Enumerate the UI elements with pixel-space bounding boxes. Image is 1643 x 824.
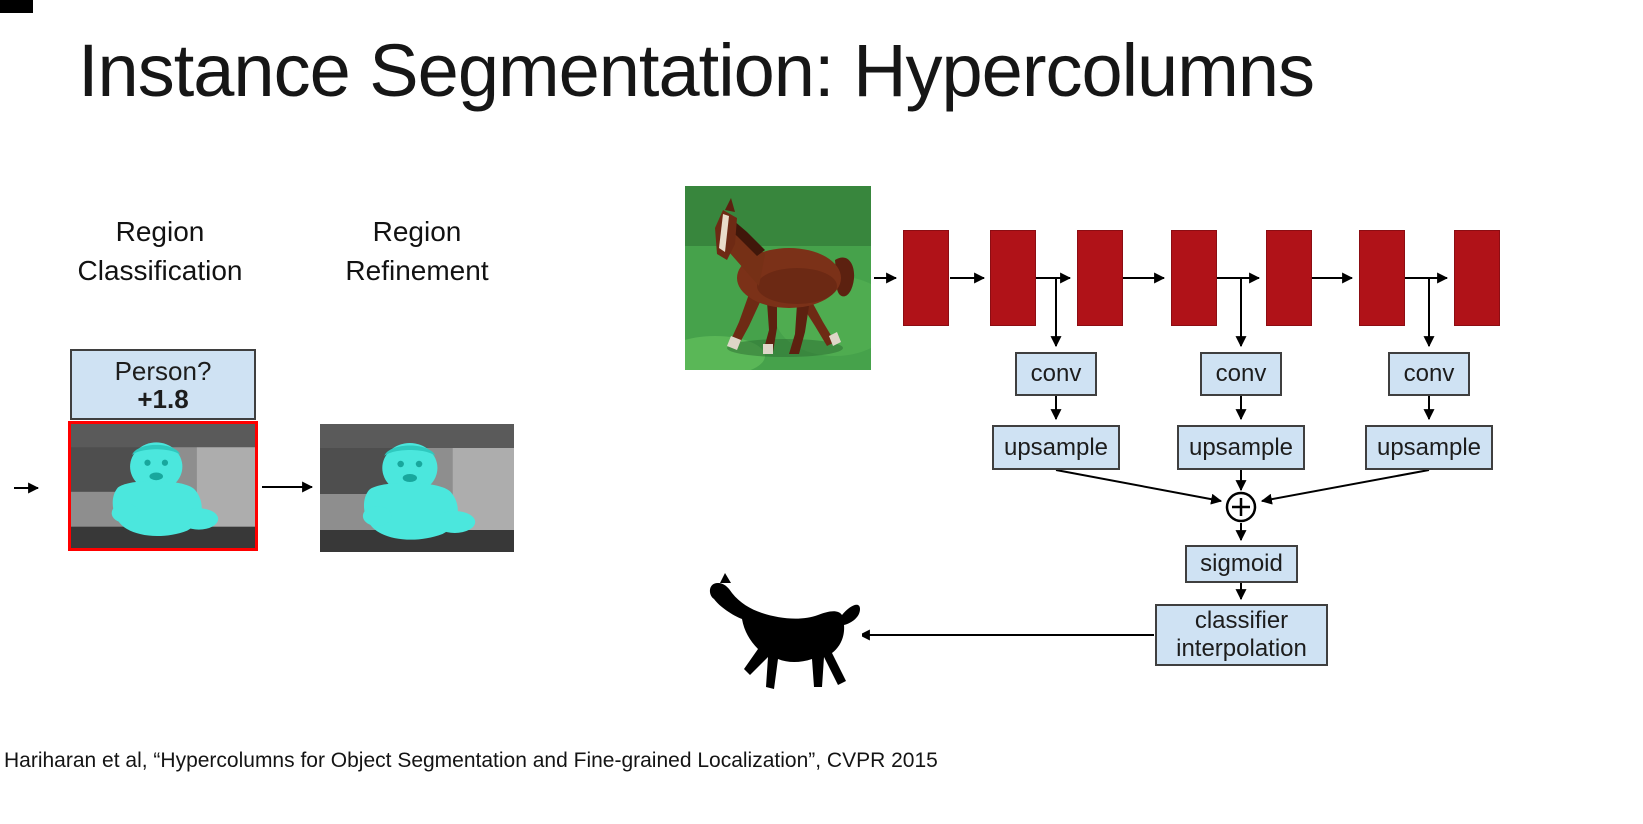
region-classification-image [68, 421, 258, 551]
conv-block [1171, 230, 1217, 326]
classifier-label-line: interpolation [1176, 635, 1307, 662]
region-classification-label: Region Classification [55, 212, 265, 290]
citation: Hariharan et al, “Hypercolumns for Objec… [4, 749, 938, 772]
upsample-box: upsample [1365, 425, 1493, 470]
conv-block [1266, 230, 1312, 326]
conv-label: conv [1403, 360, 1455, 387]
label-line: Refinement [345, 255, 489, 286]
score-question: Person? [114, 355, 212, 386]
conv-box: conv [1015, 352, 1097, 396]
conv-label: conv [1030, 360, 1082, 387]
upsample-label: upsample [1003, 433, 1109, 461]
corner-mark [0, 0, 33, 13]
conv-block [1359, 230, 1405, 326]
region-refinement-label: Region Refinement [312, 212, 522, 290]
output-horse-mask [700, 563, 862, 713]
person-score-box: Person? +1.8 [70, 349, 256, 420]
upsample-box: upsample [992, 425, 1120, 470]
conv-box: conv [1200, 352, 1282, 396]
sigmoid-label: sigmoid [1200, 550, 1283, 577]
conv-label: conv [1215, 360, 1267, 387]
label-line: Region [115, 216, 205, 247]
upsample-label: upsample [1376, 433, 1482, 461]
conv-box: conv [1388, 352, 1470, 396]
conv-block [990, 230, 1036, 326]
conv-block [1454, 230, 1500, 326]
score-value: +1.8 [137, 383, 189, 414]
conv-block [1077, 230, 1123, 326]
label-line: Classification [77, 255, 243, 286]
classifier-interpolation-box: classifier interpolation [1155, 604, 1328, 666]
upsample-label: upsample [1188, 433, 1294, 461]
input-horse-photo [685, 186, 871, 370]
sigmoid-box: sigmoid [1185, 545, 1298, 583]
upsample-box: upsample [1177, 425, 1305, 470]
conv-block [903, 230, 949, 326]
sum-icon [1225, 491, 1257, 523]
classifier-label-line: classifier [1194, 607, 1289, 634]
region-refinement-image [320, 424, 514, 552]
label-line: Region [372, 216, 462, 247]
slide-title: Instance Segmentation: Hypercolumns [78, 29, 1315, 112]
